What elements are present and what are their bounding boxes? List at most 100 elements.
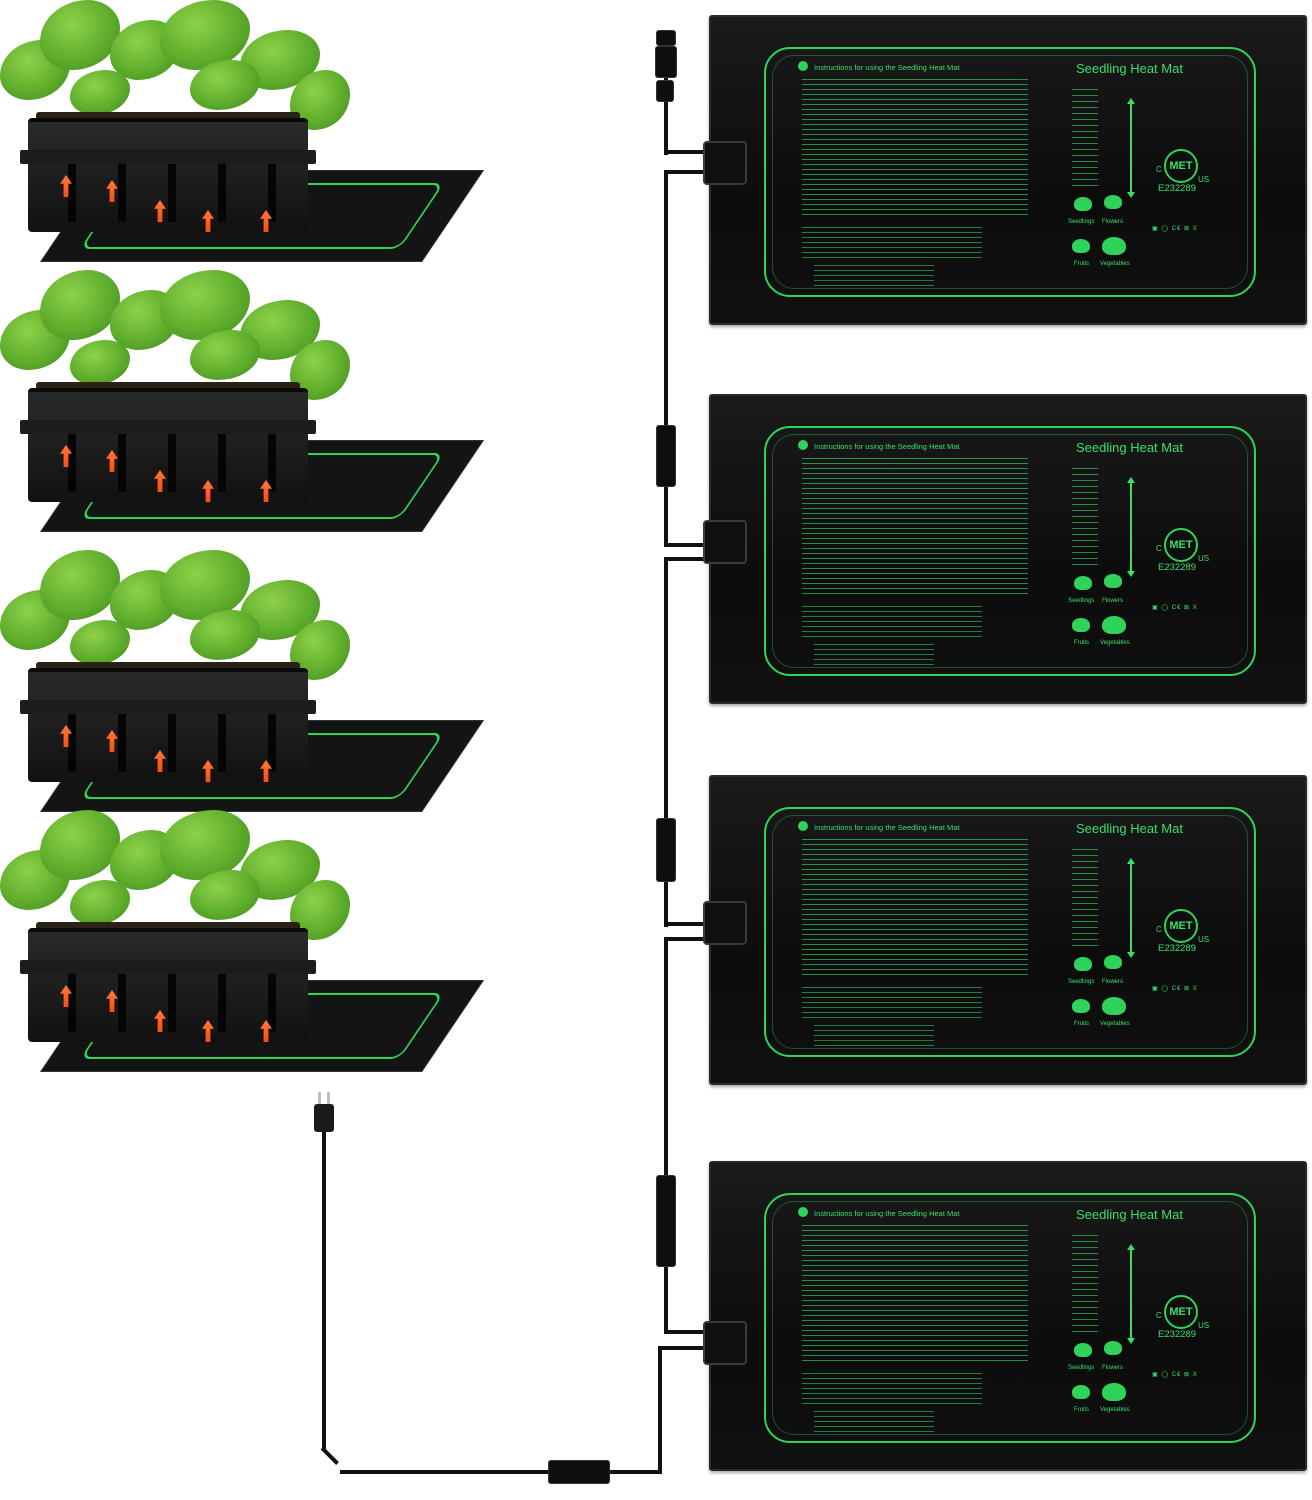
range-arrow-icon: [1127, 98, 1135, 198]
heat-mat-2: Instructions for using the Seedling Heat…: [703, 394, 1307, 704]
leaf-icon: [70, 880, 130, 925]
tray-body: [28, 118, 308, 232]
leaf-icon: [1072, 618, 1090, 632]
leaf-icon: [70, 620, 130, 665]
leaf-icon: [1102, 237, 1126, 255]
leaf-icon: [1074, 957, 1092, 971]
mat-title: Seedling Heat Mat: [1076, 440, 1183, 455]
cord-junction: [703, 901, 747, 945]
power-cord: [322, 1130, 326, 1450]
label-vegetables: Vegetables: [1100, 640, 1130, 646]
leaf-icon: [1104, 195, 1122, 209]
power-cord: [664, 922, 714, 926]
instructions-title: Instructions for using the Seedling Heat…: [814, 63, 960, 72]
label-seedlings: Seedlings: [1068, 219, 1095, 225]
connector-icon: [656, 425, 676, 487]
power-cord: [320, 1446, 339, 1465]
power-cord: [664, 150, 714, 154]
cord-junction: [703, 520, 747, 564]
warning-list: [814, 265, 934, 287]
cert-number: E232289: [1158, 943, 1197, 954]
mat-print-frame: Instructions for using the Seedling Heat…: [764, 426, 1256, 676]
seedling-tray-4: [0, 810, 485, 1090]
cord-junction: [703, 1321, 747, 1365]
compliance-marks: ▣ ◯ C€ ⊠ X: [1152, 1372, 1198, 1378]
plug-icon: [314, 1092, 334, 1136]
power-cord: [664, 543, 714, 547]
instructions-text: [802, 79, 1028, 219]
leaf-icon: [1074, 576, 1092, 590]
heat-mat-4: Instructions for using the Seedling Heat…: [703, 1161, 1307, 1471]
instructions-title: Instructions for using the Seedling Heat…: [814, 1209, 960, 1218]
tray-body: [28, 668, 308, 782]
label-flowers: Flowers: [1102, 1365, 1124, 1371]
connector-icon: [655, 46, 677, 78]
label-flowers: Flowers: [1102, 979, 1124, 985]
mat-title: Seedling Heat Mat: [1076, 1207, 1183, 1222]
range-arrow-icon: [1127, 858, 1135, 958]
warning-list: [814, 1025, 934, 1047]
label-seedlings: Seedlings: [1068, 1365, 1095, 1371]
instructions-title: Instructions for using the Seedling Heat…: [814, 823, 960, 832]
cord-junction: [703, 141, 747, 185]
warning-text: [802, 606, 982, 640]
cert-number: E232289: [1158, 562, 1197, 573]
connector-icon: [656, 1175, 676, 1267]
power-cord: [664, 937, 668, 1332]
leaf-icon: [40, 270, 120, 340]
met-seal-icon: MET: [1164, 1295, 1198, 1329]
mat-title: Seedling Heat Mat: [1076, 821, 1183, 836]
connector-icon: [656, 818, 676, 882]
leaf-icon: [40, 810, 120, 880]
power-cord: [664, 170, 714, 174]
met-seal-icon: MET: [1164, 149, 1198, 183]
mat-print-frame: Instructions for using the Seedling Heat…: [764, 47, 1256, 297]
seedling-tray-3: [0, 550, 485, 830]
leaf-icon: [1102, 1383, 1126, 1401]
label-seedlings: Seedlings: [1068, 598, 1095, 604]
power-cord: [658, 1346, 662, 1471]
info-icon: [798, 821, 808, 831]
power-cord: [340, 1470, 662, 1474]
mat-print-frame: Instructions for using the Seedling Heat…: [764, 1193, 1256, 1443]
instructions-title: Instructions for using the Seedling Heat…: [814, 442, 960, 451]
label-seedlings: Seedlings: [1068, 979, 1095, 985]
connector-icon: [656, 30, 676, 46]
leaf-icon: [70, 340, 130, 385]
leaf-icon: [1074, 197, 1092, 211]
power-cord: [664, 557, 714, 561]
leaf-icon: [1104, 1341, 1122, 1355]
connector-icon: [548, 1460, 610, 1484]
leaf-icon: [70, 70, 130, 115]
leaf-icon: [1102, 997, 1126, 1015]
leaf-icon: [1072, 1385, 1090, 1399]
seedling-tray-2: [0, 270, 485, 550]
power-cord: [664, 1330, 714, 1334]
met-seal-icon: MET: [1164, 528, 1198, 562]
info-icon: [798, 1207, 808, 1217]
power-cord: [664, 70, 668, 155]
label-fruits: Fruits: [1074, 1407, 1089, 1413]
label-vegetables: Vegetables: [1100, 1021, 1130, 1027]
heat-mat-1: Instructions for using the Seedling Heat…: [703, 15, 1307, 325]
instructions-text: [802, 458, 1028, 598]
label-fruits: Fruits: [1074, 1021, 1089, 1027]
info-icon: [798, 61, 808, 71]
tray-body: [28, 388, 308, 502]
leaf-icon: [1104, 955, 1122, 969]
label-vegetables: Vegetables: [1100, 1407, 1130, 1413]
warning-list: [814, 1411, 934, 1433]
instructions-text: [802, 839, 1028, 979]
leaf-icon: [1072, 239, 1090, 253]
warning-text: [802, 227, 982, 261]
leaf-icon: [1074, 1343, 1092, 1357]
compliance-marks: ▣ ◯ C€ ⊠ X: [1152, 605, 1198, 611]
label-flowers: Flowers: [1102, 219, 1124, 225]
instructions-text: [802, 1225, 1028, 1365]
tray-body: [28, 928, 308, 1042]
power-cord: [658, 1346, 714, 1350]
compliance-marks: ▣ ◯ C€ ⊠ X: [1152, 226, 1198, 232]
label-vegetables: Vegetables: [1100, 261, 1130, 267]
mat-title: Seedling Heat Mat: [1076, 61, 1183, 76]
